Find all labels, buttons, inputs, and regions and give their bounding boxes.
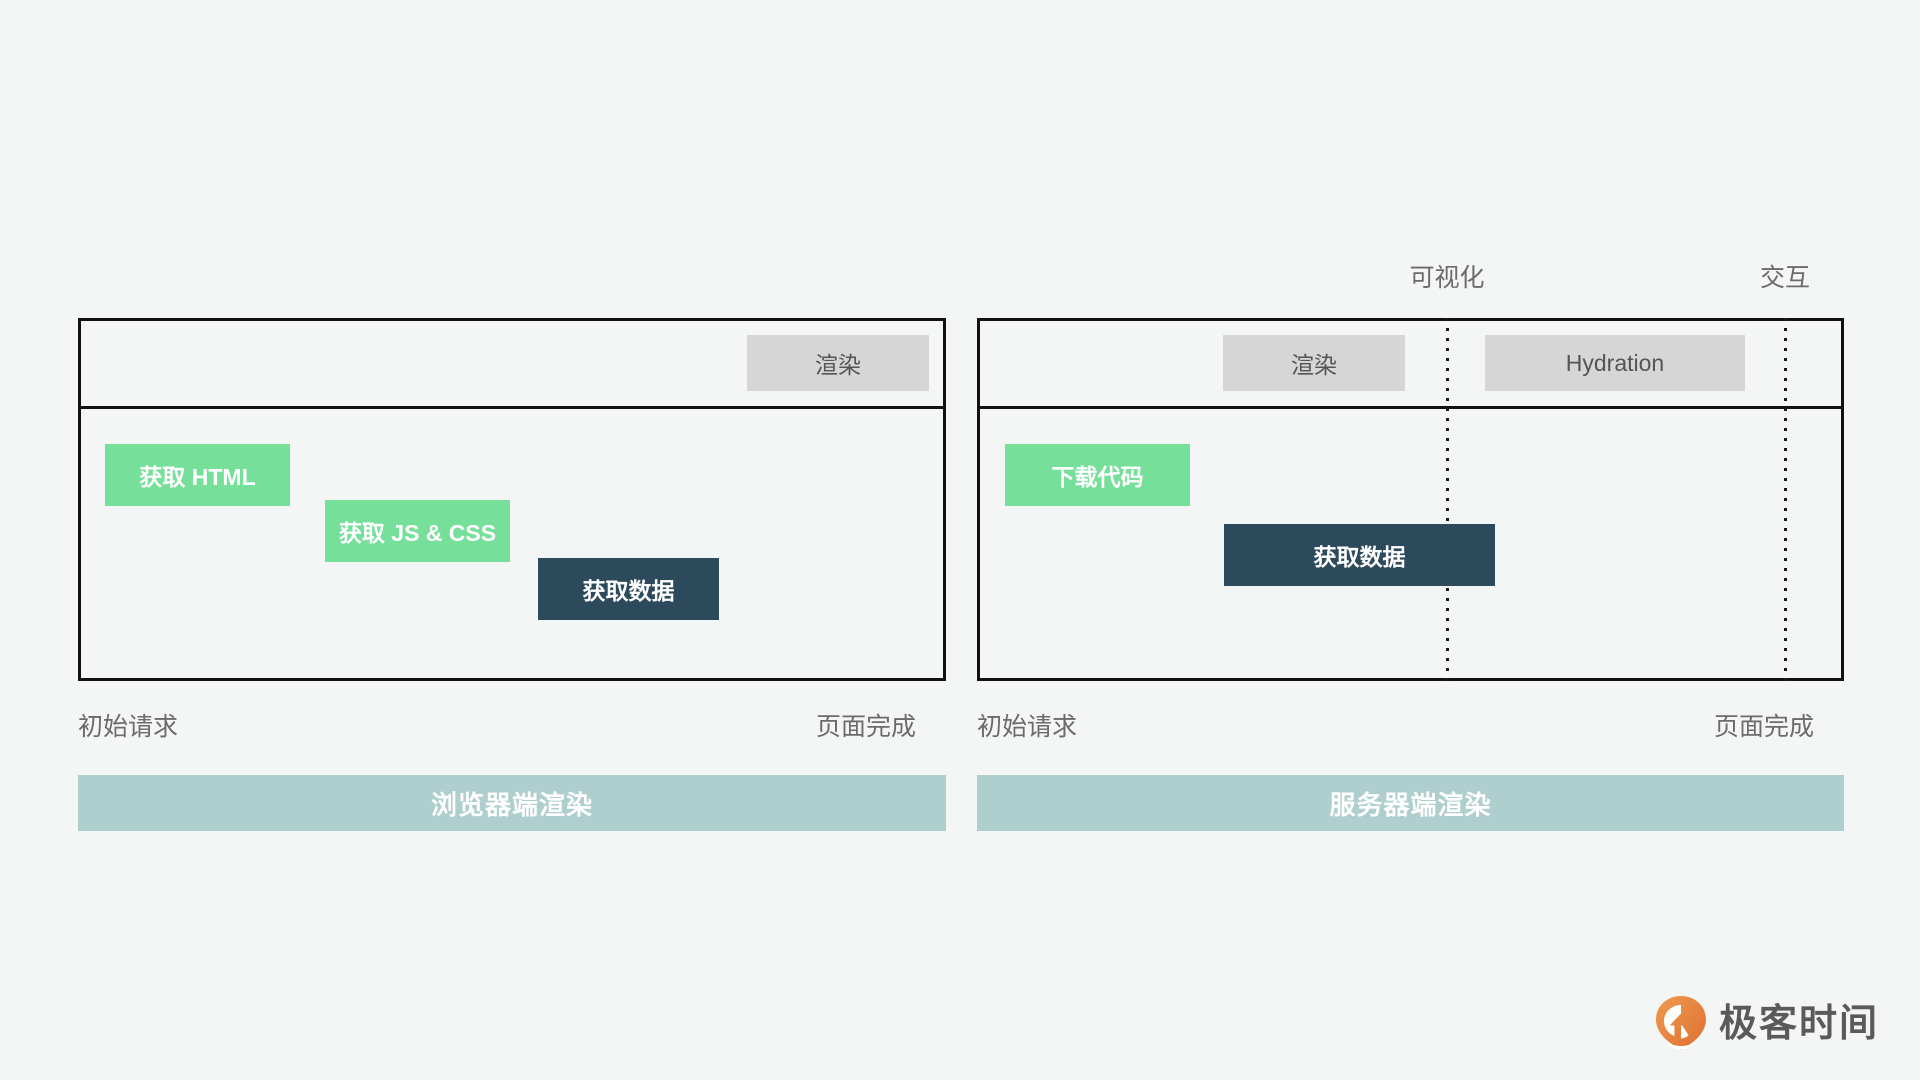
brand-name: 极客时间 xyxy=(1719,1003,1880,1045)
dotted-line-interactive xyxy=(1784,318,1787,681)
panel-lane-divider xyxy=(81,406,943,409)
lane-render-top-right: 渲染 Hydration xyxy=(980,321,1841,406)
axis-label-start-left: 初始请求 xyxy=(78,713,179,741)
block-hydration: Hydration xyxy=(1485,335,1745,391)
lane-network-bottom-right: 下载代码 获取数据 xyxy=(980,409,1841,678)
axis-label-end-left: 页面完成 xyxy=(815,713,916,741)
panel-lane-divider xyxy=(980,406,1841,409)
milestone-label-interactive: 交互 xyxy=(1759,264,1811,292)
block-fetch-data-ssr: 获取数据 xyxy=(1224,524,1495,586)
caption-bar-client-side-rendering: 浏览器端渲染 xyxy=(78,775,946,831)
block-render-ssr: 渲染 xyxy=(1223,335,1405,391)
panel-server-side-rendering: 渲染 Hydration 下载代码 获取数据 xyxy=(977,318,1844,681)
lane-network-bottom-left: 获取 HTML 获取 JS & CSS 获取数据 xyxy=(81,409,943,678)
block-render-csr: 渲染 xyxy=(747,335,929,391)
axis-label-start-right: 初始请求 xyxy=(977,713,1078,741)
geektime-pin-icon xyxy=(1656,996,1706,1050)
block-fetch-html: 获取 HTML xyxy=(105,444,290,506)
dotted-line-visual xyxy=(1446,318,1449,681)
block-download-code: 下载代码 xyxy=(1005,444,1190,506)
brand-logo: 极客时间 xyxy=(1655,995,1879,1053)
block-fetch-js-css: 获取 JS & CSS xyxy=(325,500,510,562)
caption-bar-server-side-rendering: 服务器端渲染 xyxy=(977,775,1844,831)
axis-label-end-right: 页面完成 xyxy=(1713,713,1814,741)
lane-render-top-left: 渲染 xyxy=(81,321,943,406)
panel-client-side-rendering: 渲染 获取 HTML 获取 JS & CSS 获取数据 xyxy=(78,318,946,681)
milestone-label-visual: 可视化 xyxy=(1409,264,1485,292)
block-fetch-data-csr: 获取数据 xyxy=(538,558,719,620)
